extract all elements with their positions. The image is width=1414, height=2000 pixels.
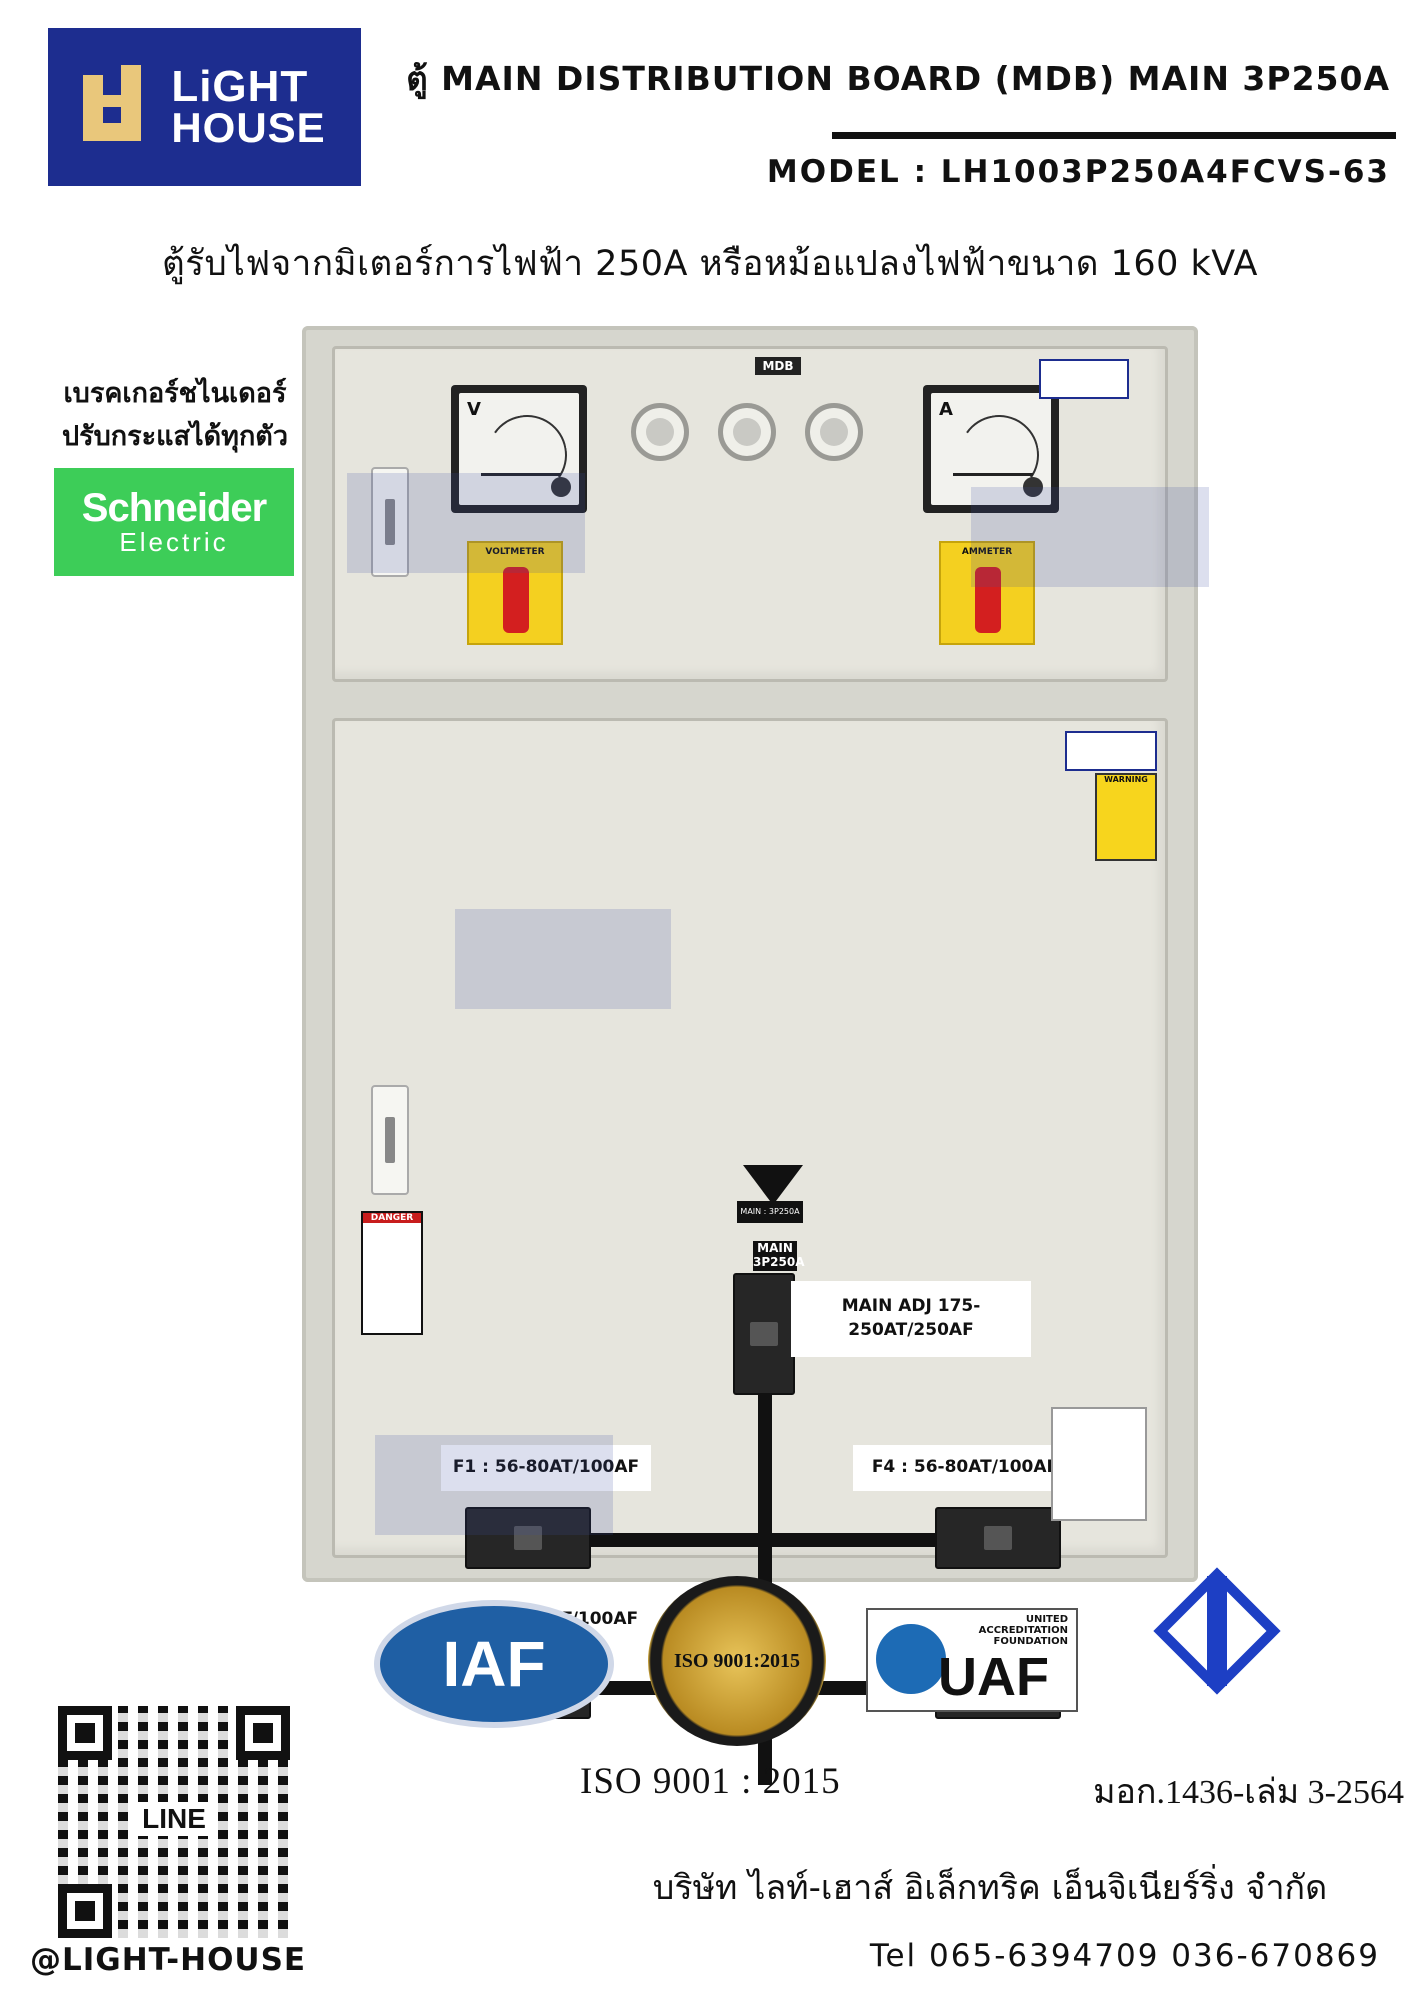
busbar-upper [511, 1533, 1015, 1547]
pilot-lamp-r [631, 403, 689, 461]
pilot-lamp-s [718, 403, 776, 461]
breaker-note: เบรคเกอร์ชไนเดอร์ ปรับกระแสได้ทุกตัว [30, 372, 320, 458]
warning-sticker: WARNING [1095, 773, 1157, 861]
schneider-sub: Electric [119, 527, 229, 557]
ammeter-switch-label: AMMETER [961, 547, 1013, 557]
iso-standard-text: ISO 9001 : 2015 [580, 1761, 841, 1802]
telephone: Tel 065-6394709 036-670869 [869, 1938, 1380, 1974]
meter-door: MDB V A VOLTMETER AMMETER [332, 346, 1209, 682]
company-name: บริษัท ไลท์-เฮาส์ อิเล็กทริค เอ็นจิเนียร… [652, 1868, 1328, 1908]
warning-text: WARNING [1104, 775, 1148, 784]
watermark-logo [971, 487, 1209, 587]
breaker-note-line1: เบรคเกอร์ชไนเดอร์ [63, 378, 287, 409]
ammeter-letter: A [939, 399, 953, 420]
voltmeter-switch-label: VOLTMETER [485, 547, 545, 557]
page-title: ตู้ MAIN DISTRIBUTION BOARD (MDB) MAIN 3… [406, 59, 1390, 98]
main-small-label: MAIN : 3P250A [737, 1201, 803, 1223]
schneider-logo: Schneider Electric [54, 468, 294, 576]
mdb-cabinet: MDB V A VOLTMETER AMMETER MAIN : 3P250A … [302, 326, 1209, 1785]
mdb-tag: MDB [755, 357, 801, 375]
iso-certified-seal: ISO 9001:2015 [648, 1576, 826, 1746]
iso-seal-text: ISO 9001:2015 [673, 1649, 801, 1672]
main-tag: MAIN 3P250A [753, 1241, 805, 1271]
ammeter: A [923, 385, 1059, 513]
incoming-cable-icon [743, 1165, 803, 1205]
feeder-breaker-f1[interactable] [465, 1507, 591, 1569]
voltmeter-selector-switch[interactable]: VOLTMETER [467, 541, 563, 645]
schneider-name: Schneider [81, 486, 267, 530]
title-divider [832, 132, 1396, 139]
line-id: @LIGHT-HOUSE [30, 1942, 307, 1978]
lighthouse-mark-icon [83, 65, 161, 149]
ammeter-selector-switch[interactable]: AMMETER [939, 541, 1035, 645]
iaf-logo: IAF [374, 1600, 614, 1728]
breaker-note-line2: ปรับกระแสได้ทุกตัว [62, 421, 288, 453]
iaf-text: IAF [442, 1628, 546, 1700]
tisi-logo [1152, 1566, 1282, 1696]
feeder-breaker-f4[interactable] [935, 1507, 1061, 1569]
globe-icon [876, 1624, 946, 1694]
watermark-logo [375, 1435, 613, 1535]
tis-standard-text: มอก.1436-เล่ม 3-2564 [1093, 1774, 1404, 1811]
main-breaker-label: MAIN ADJ 175-250AT/250AF [791, 1281, 1031, 1357]
danger-text: DANGER [363, 1213, 421, 1223]
uaf-full-name: UNITED ACCREDITATION FOUNDATION [978, 1614, 1068, 1647]
watermark-logo [455, 909, 671, 1009]
subtitle: ตู้รับไฟจากมิเตอร์การไฟฟ้า 250A หรือหม้อ… [162, 244, 1258, 284]
uaf-text: UAF [938, 1647, 1049, 1707]
brand-plate-bottom [1065, 731, 1157, 771]
top-door-handle[interactable] [371, 467, 409, 577]
brand-plate-top [1039, 359, 1129, 399]
qr-line-label: LINE [136, 1802, 212, 1836]
nameplate [1051, 1407, 1147, 1521]
feeder-label-f1: F1 : 56-80AT/100AF [441, 1445, 651, 1491]
voltmeter: V [451, 385, 587, 513]
model-number: MODEL : LH1003P250A4FCVS-63 [766, 154, 1390, 190]
main-tag-line1: MAIN [757, 1241, 793, 1255]
danger-sticker: DANGER [361, 1211, 423, 1335]
feeder-label-f4: F4 : 56-80AT/100AF [853, 1445, 1077, 1491]
logo-line1: LiGHT [171, 62, 309, 112]
logo-line2: HOUSE [171, 103, 326, 151]
main-breaker[interactable] [733, 1273, 795, 1395]
line-qr-code[interactable]: LINE [58, 1706, 290, 1938]
main-tag-line2: 3P250A [753, 1255, 805, 1269]
bottom-door-handle[interactable] [371, 1085, 409, 1195]
watermark-logo [347, 473, 585, 573]
uaf-logo: UNITED ACCREDITATION FOUNDATION UAF [866, 1608, 1078, 1712]
voltmeter-letter: V [467, 399, 481, 420]
lighthouse-logo: LiGHT HOUSE [48, 28, 361, 186]
pilot-lamp-t [805, 403, 863, 461]
breaker-door: MAIN : 3P250A MAIN 3P250A MAIN ADJ 175-2… [332, 718, 1168, 1785]
